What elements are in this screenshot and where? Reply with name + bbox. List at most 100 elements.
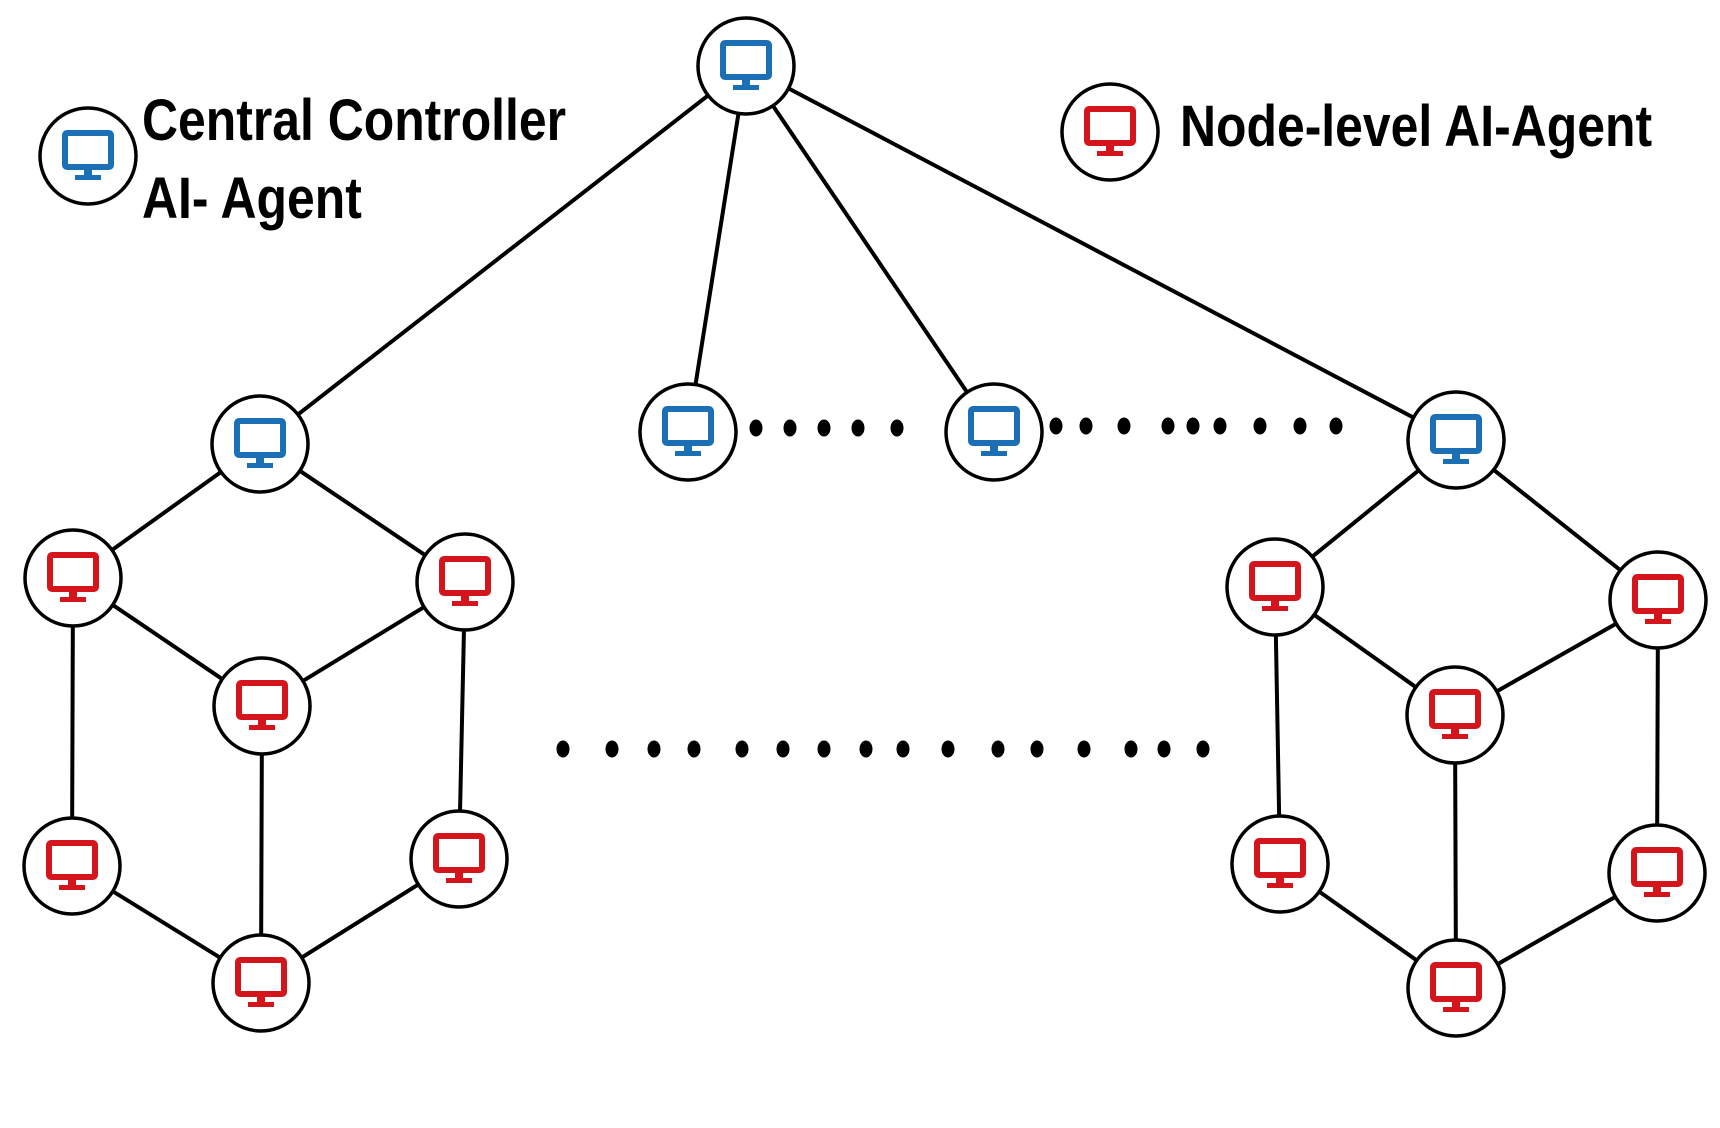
node-circle (1225, 537, 1325, 637)
ellipsis-dot (817, 740, 831, 758)
monitor-icon (1430, 962, 1482, 1012)
central-agent-node-right-hub (1406, 390, 1506, 490)
monitor-icon (1084, 106, 1136, 156)
node-agent-r-b (1406, 938, 1506, 1038)
dots-right-of-mid-node (1049, 417, 1343, 435)
ellipsis-dot (1077, 740, 1091, 758)
edge-r-c-to-r-b (1453, 760, 1458, 943)
ellipsis-dot (647, 740, 661, 758)
node-agent-l-ul (23, 528, 123, 628)
ellipsis-dot (1253, 417, 1267, 435)
central-agent-node-root (696, 16, 796, 116)
node-circle (696, 16, 796, 116)
ellipsis-dots-layer (556, 417, 1343, 758)
edge-root-to-right-hub (786, 86, 1416, 420)
node-circle (1607, 823, 1707, 923)
ellipsis-dot (1079, 417, 1093, 435)
monitor-icon (968, 406, 1020, 456)
legend-node-icon (1060, 82, 1160, 182)
edge-r-ll-to-r-b (1317, 889, 1419, 963)
node-circle (415, 532, 515, 632)
ellipsis-dot (1117, 417, 1131, 435)
legend-central-controller-label: Central Controller (142, 88, 567, 153)
monitor-icon (236, 680, 288, 730)
node-agent-r-ur (1608, 550, 1708, 650)
legend-central-icon (38, 106, 138, 206)
ellipsis-dot (941, 740, 955, 758)
edges-layer (70, 86, 1660, 967)
node-agent-r-lr (1607, 823, 1707, 923)
node-agent-l-b (211, 933, 311, 1033)
edge-right-hub-to-r-ur (1491, 467, 1623, 573)
central-agent-node-mid-b (944, 382, 1044, 482)
node-circle (1230, 814, 1330, 914)
ellipsis-dot (851, 419, 865, 437)
ellipsis-dot (817, 419, 831, 437)
edge-root-to-mid-a (693, 111, 741, 387)
ellipsis-dot (896, 740, 910, 758)
node-agent-r-ll (1230, 814, 1330, 914)
edge-root-to-mid-b (770, 103, 970, 395)
monitor-icon (1632, 574, 1684, 624)
monitor-icon (439, 556, 491, 606)
edge-l-ul-to-l-ll (70, 623, 75, 821)
node-circle (1406, 390, 1506, 490)
edge-right-hub-to-r-ul (1310, 468, 1421, 559)
ellipsis-dot (556, 740, 570, 758)
monitor-icon (1249, 561, 1301, 611)
node-circle (1406, 938, 1506, 1038)
legend-icons-layer (38, 82, 1160, 206)
node-agent-r-c (1405, 665, 1505, 765)
monitor-icon (1429, 689, 1481, 739)
ellipsis-dot (991, 740, 1005, 758)
ellipsis-dot (687, 740, 701, 758)
node-circle (409, 809, 509, 909)
ellipsis-dot (1293, 417, 1307, 435)
monitor-icon (62, 130, 114, 180)
dots-bottom-center (556, 740, 1210, 758)
edge-r-lr-to-r-b (1495, 894, 1618, 967)
node-circle (211, 933, 311, 1033)
dots-between-mid-nodes (749, 419, 904, 437)
node-circle (210, 394, 310, 494)
ellipsis-dot (1213, 417, 1227, 435)
node-circle (1405, 665, 1505, 765)
central-agent-node-mid-a (638, 382, 738, 482)
node-circle (944, 382, 1044, 482)
node-circle (22, 816, 122, 916)
edge-r-ul-to-r-c (1312, 612, 1418, 690)
edge-left-hub-to-l-ur (297, 468, 428, 558)
ellipsis-dot (1329, 417, 1343, 435)
ellipsis-dot (776, 740, 790, 758)
node-circle (212, 656, 312, 756)
node-circle (638, 382, 738, 482)
monitor-icon (433, 833, 485, 883)
edge-l-ll-to-l-b (110, 889, 223, 960)
edge-left-hub-to-l-ul (110, 469, 223, 553)
node-agent-l-c (212, 656, 312, 756)
ellipsis-dot (1186, 417, 1200, 435)
edge-l-ur-to-l-lr (458, 627, 466, 814)
ellipsis-dot (1124, 740, 1138, 758)
ellipsis-dot (1049, 417, 1063, 435)
ellipsis-dot (605, 740, 619, 758)
central-agent-node-left-hub (210, 394, 310, 494)
ellipsis-dot (735, 740, 749, 758)
node-circle (1608, 550, 1708, 650)
node-circle (23, 528, 123, 628)
edge-r-ul-to-r-ll (1273, 632, 1282, 819)
ellipsis-dot (1030, 740, 1044, 758)
monitor-icon (46, 840, 98, 890)
legend-central-agent-label: AI- Agent (142, 166, 362, 231)
node-agent-l-lr (409, 809, 509, 909)
monitor-icon (47, 552, 99, 602)
edge-root-to-left-hub (295, 93, 711, 417)
edge-l-ur-to-l-c (300, 605, 427, 683)
monitor-icon (235, 957, 287, 1007)
edge-l-ul-to-l-c (110, 602, 225, 682)
edge-l-lr-to-l-b (299, 882, 421, 960)
monitor-icon (234, 418, 286, 468)
ellipsis-dot (859, 740, 873, 758)
node-agent-l-ll (22, 816, 122, 916)
